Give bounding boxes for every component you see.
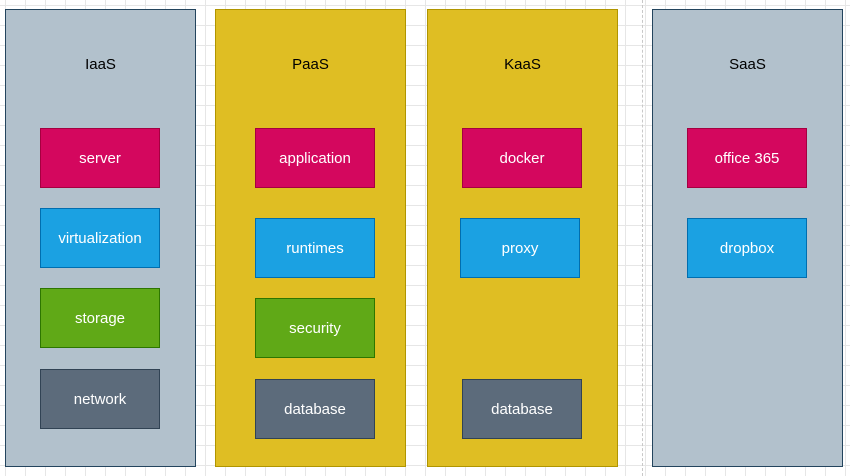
block-application[interactable]: application: [255, 128, 375, 188]
block-virtualization[interactable]: virtualization: [40, 208, 160, 268]
column-title-kaas: KaaS: [504, 56, 541, 73]
column-paas[interactable]: PaaS application runtimes security datab…: [215, 9, 406, 467]
block-runtimes[interactable]: runtimes: [255, 218, 375, 278]
column-title-paas: PaaS: [292, 56, 329, 73]
block-docker[interactable]: docker: [462, 128, 582, 188]
column-title-iaas: IaaS: [85, 56, 116, 73]
column-saas[interactable]: SaaS office 365 dropbox: [652, 9, 843, 467]
block-dropbox[interactable]: dropbox: [687, 218, 807, 278]
block-proxy[interactable]: proxy: [460, 218, 580, 278]
column-iaas[interactable]: IaaS server virtualization storage netwo…: [5, 9, 196, 467]
page-guide-line: [642, 0, 643, 476]
block-storage[interactable]: storage: [40, 288, 160, 348]
block-security[interactable]: security: [255, 298, 375, 358]
block-server[interactable]: server: [40, 128, 160, 188]
column-kaas[interactable]: KaaS docker proxy database: [427, 9, 618, 467]
column-title-saas: SaaS: [729, 56, 766, 73]
block-network[interactable]: network: [40, 369, 160, 429]
block-database[interactable]: database: [462, 379, 582, 439]
block-office-365[interactable]: office 365: [687, 128, 807, 188]
block-database[interactable]: database: [255, 379, 375, 439]
